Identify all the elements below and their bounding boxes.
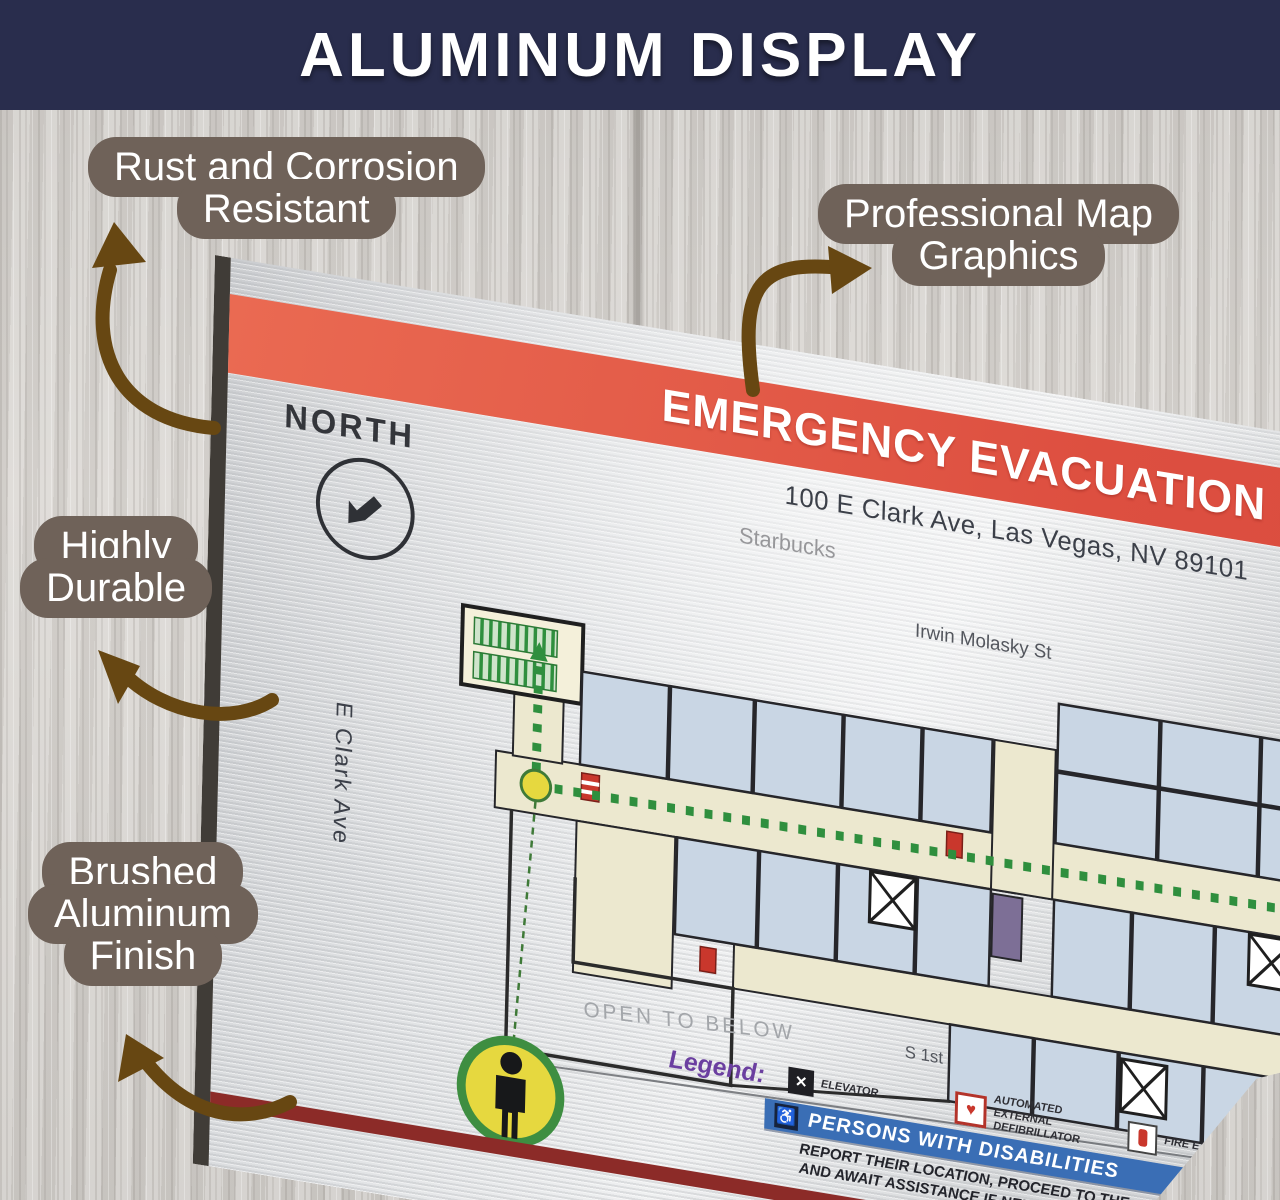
header-banner: ALUMINUM DISPLAY — [0, 0, 1280, 110]
tenant-name: Starbucks — [738, 522, 836, 564]
you-are-here-dot — [521, 768, 551, 803]
callout-rust-resistant: Rust and Corrosion Resistant — [88, 137, 485, 239]
rust-arrow — [95, 263, 221, 435]
person-icon — [460, 1033, 561, 1150]
photo-background: EMERGENCY EVACUATION PLAN NORTH 100 E Cl… — [0, 110, 1280, 1200]
callout-brushed-finish: Brushed Aluminum Finish — [28, 842, 258, 986]
open-to-below-note: OPEN TO BELOW — [583, 998, 795, 1045]
elevator-icon: ✕ — [788, 1066, 814, 1096]
evacuation-route — [536, 666, 1280, 924]
wheelchair-icon: ♿ — [774, 1103, 798, 1131]
exit-arrow-icon — [530, 641, 548, 662]
fire-extinguisher-icon — [1127, 1121, 1157, 1156]
aed-heart-icon: ♥ — [955, 1091, 987, 1129]
north-arrow-icon — [315, 450, 416, 567]
callout-map-graphics: Professional Map Graphics — [818, 184, 1180, 286]
north-label: NORTH — [283, 396, 416, 456]
aluminum-sign-board: EMERGENCY EVACUATION PLAN NORTH 100 E Cl… — [193, 255, 1280, 1200]
street-label-west: E Clark Ave — [328, 700, 358, 848]
floor-plan-map: OPEN TO BELOW — [432, 592, 1280, 1200]
callout-highly-durable: Highly Durable — [20, 516, 213, 618]
page-title: ALUMINUM DISPLAY — [299, 20, 981, 90]
street-label-north: Irwin Molasky St — [914, 620, 1052, 665]
